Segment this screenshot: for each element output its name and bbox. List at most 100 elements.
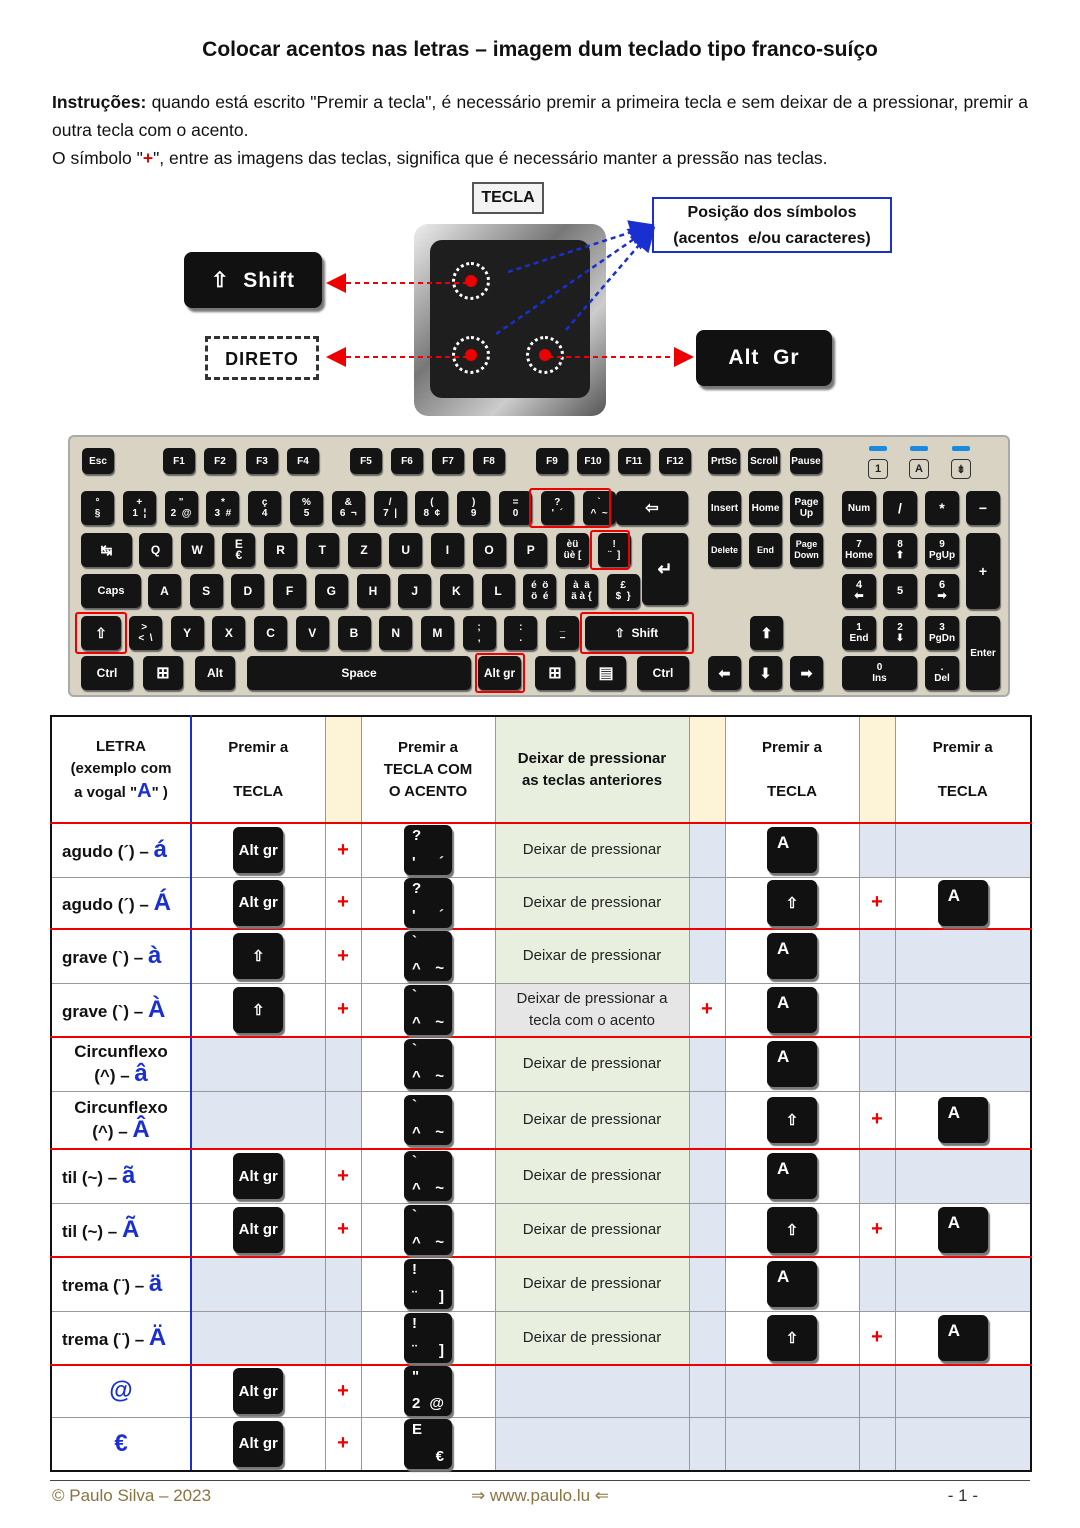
a-key-icon: A [937, 879, 988, 926]
accent-key-cell: `^~ [360, 928, 496, 984]
plus-symbol: + [337, 838, 349, 861]
key-f6: F6 [391, 448, 423, 474]
altgr-key-icon: Alt gr [233, 879, 284, 926]
accent-name: Circunflexo (^) – [74, 1042, 168, 1086]
key-f12: F12 [659, 448, 691, 474]
plus-symbol: + [871, 1218, 883, 1241]
key-row3: D [231, 574, 265, 608]
letter-cell: trema (¨) – ä [50, 1256, 192, 1312]
plus-symbol: + [337, 1379, 349, 1402]
key-row3: L [481, 574, 515, 608]
release-cell [494, 1416, 690, 1472]
plus-cell [858, 1148, 896, 1204]
accent-letter: À [147, 995, 166, 1023]
letter-cell: trema (¨) – Ä [50, 1310, 192, 1366]
header-premir-4: Premir a TECLA [894, 715, 1032, 824]
premir-tecla-cell [894, 1364, 1032, 1418]
premir-tecla-cell [894, 1148, 1032, 1204]
key-f2: F2 [204, 448, 236, 474]
premir-tecla-cell: A [894, 1090, 1032, 1150]
a-key-icon: A [767, 986, 817, 1033]
table-row: Circunflexo (^) – Â`^~Deixar de pression… [50, 1090, 1032, 1150]
accent-key-symbol: ^ [412, 1013, 421, 1031]
accent-key-icon: "2@ [404, 1366, 452, 1417]
premir-tecla-cell [190, 1090, 326, 1150]
plus-cell [858, 822, 896, 878]
key-row4: _ − [546, 616, 579, 650]
key-row1: + 1 ¦ [122, 491, 156, 525]
release-cell: Deixar de pressionar [494, 1202, 690, 1258]
header-letra: LETRA (exemplo com a vogal "A" ) [50, 715, 192, 824]
plus-cell [858, 982, 896, 1038]
tecla-label: TECLA [472, 182, 544, 214]
accent-letter: Ã [121, 1215, 140, 1243]
key-row3: S [189, 574, 223, 608]
plus-symbol: + [337, 1218, 349, 1241]
accent-letter: ã [121, 1162, 136, 1190]
key-pause: Pause [790, 448, 822, 474]
release-cell: Deixar de pressionar [494, 1090, 690, 1150]
accent-table: LETRA (exemplo com a vogal "A" ) Premir … [50, 715, 1032, 1472]
altgr-key-icon: Alt gr [233, 1153, 284, 1200]
a-key-icon: A [767, 1153, 817, 1200]
altgr-key-icon: Alt gr [233, 1420, 284, 1467]
shift-key-icon: ⇧ [233, 986, 284, 1033]
plus-cell [688, 822, 726, 878]
release-cell: Deixar de pressionar [494, 1256, 690, 1312]
release-cell [494, 1364, 690, 1418]
key-row2: O [472, 533, 506, 567]
accent-key-symbol: ` [412, 1096, 417, 1114]
plus-cell: + [324, 982, 362, 1038]
accent-key-symbol: ! [412, 1261, 417, 1279]
plus-cell [324, 1090, 362, 1150]
key-row3: H [356, 574, 390, 608]
key-row2: E € [222, 533, 256, 567]
key-row4: M [420, 616, 454, 650]
key-row1: * 3 # [206, 491, 240, 525]
release-cell: Deixar de pressionar [494, 1036, 690, 1092]
premir-tecla-cell [190, 1310, 326, 1366]
accent-key-symbol: ^ [412, 1068, 421, 1086]
numpad-plus-key: + [966, 533, 1000, 609]
left-shift-key: ⇧ [81, 616, 121, 650]
accent-key-cell: `^~ [360, 1036, 496, 1092]
plus-cell [688, 1148, 726, 1204]
release-cell: Deixar de pressionar [494, 1310, 690, 1366]
header-plus-col-1 [324, 715, 362, 824]
key-row2: ! ¨ ] [597, 533, 631, 567]
enter-key: ↵ [642, 533, 688, 605]
key-row3: é ö ö é [523, 574, 557, 608]
key-row4: B [337, 616, 371, 650]
plus-cell [688, 1416, 726, 1472]
a-key-icon: A [937, 1096, 988, 1143]
premir-tecla-cell: Alt gr [190, 876, 326, 930]
accent-key-symbol: ~ [435, 1068, 444, 1086]
header-plus-col-2 [688, 715, 726, 824]
accent-key-cell: ?'´ [360, 876, 496, 930]
accent-key-symbol: ~ [435, 1233, 444, 1251]
key-prtsc: PrtSc [708, 448, 740, 474]
plus-cell: + [858, 1090, 896, 1150]
plus-symbol: + [337, 944, 349, 967]
plus-cell [324, 1256, 362, 1312]
indicator-led [869, 446, 887, 451]
numpad-key: * [925, 491, 959, 525]
footer-divider [50, 1480, 1030, 1481]
accent-letter: Â [132, 1115, 150, 1143]
key-row4: C [254, 616, 288, 650]
key-row2: U [389, 533, 423, 567]
accent-key-symbol: ¨ [412, 1341, 417, 1359]
table-row: Circunflexo (^) – â`^~Deixar de pression… [50, 1036, 1032, 1092]
key-row5: Alt [195, 656, 235, 690]
premir-tecla-cell: Alt gr [190, 1148, 326, 1204]
caps-key: Caps [81, 574, 141, 608]
accent-key-cell: "2@ [360, 1364, 496, 1418]
accent-key-symbol: ^ [412, 1180, 421, 1198]
footer-copyright: © Paulo Silva – 2023 [52, 1486, 212, 1505]
premir-tecla-cell [190, 1256, 326, 1312]
accent-key-icon: !¨] [404, 1312, 452, 1363]
premir-tecla-cell: Alt gr [190, 1416, 326, 1472]
accent-name: grave (`) – [62, 948, 148, 968]
table-header-row: LETRA (exemplo com a vogal "A" ) Premir … [50, 715, 1032, 824]
accent-key-icon: E€ [404, 1418, 452, 1469]
